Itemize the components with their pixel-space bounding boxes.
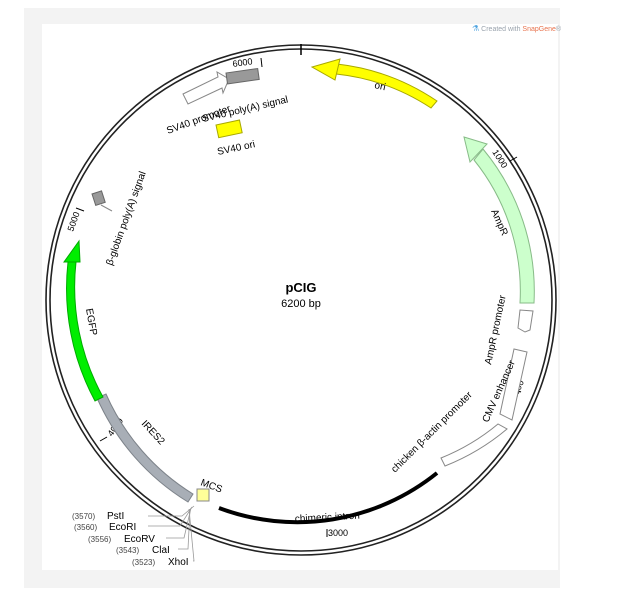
tick-6000-mark [260,57,263,68]
map-canvas [42,24,558,570]
tick-3000-label: 3000 [328,528,348,538]
site-xhoi-pos: (3523) [132,558,155,567]
site-clai-leader [178,508,191,550]
feature-cmv-enhancer[interactable] [499,348,528,421]
feature-sv40-polya[interactable] [225,67,260,85]
feature-sv40-promoter[interactable] [182,71,230,105]
feature-egfp-label: EGFP [83,308,99,337]
feature-ampr-promoter-label: AmpR promoter [483,294,509,366]
snapgene-credit: ⚗Created with SnapGene® [472,24,561,33]
site-psti-enzyme[interactable]: PstI [107,511,124,522]
feature-ires2[interactable] [96,393,194,503]
feature-beta-globin-polya[interactable] [91,190,106,207]
feature-ampr[interactable] [473,148,535,304]
tick-5000-label: 5000 [65,210,81,232]
feature-ori-label: ori [373,80,386,93]
feature-ampr-promoter[interactable] [517,309,534,333]
plasmid-name: pCIG [285,280,316,295]
credit-suffix: ® [555,26,562,33]
site-ecorv-enzyme[interactable]: EcoRV [124,534,155,545]
feature-chimeric-intron[interactable] [218,471,439,525]
tick-1000-mark [509,156,518,162]
snapgene-logo-icon: ⚗ [472,24,480,33]
feature-chicken-beta-actin-promoter-label: chicken β-actin promoter [389,389,475,475]
feature-ori-head[interactable] [310,58,341,81]
feature-chimeric-intron-label: chimeric intron [295,511,361,525]
tick-4000-mark [99,436,108,442]
plasmid-length: 6200 bp [281,298,321,310]
tick-5000-mark [75,207,85,212]
site-xhoi-enzyme[interactable]: XhoI [168,557,189,568]
site-clai-pos: (3543) [116,546,139,555]
feature-chicken-beta-actin-promoter[interactable] [440,423,508,467]
site-ecorv-pos: (3556) [88,535,111,544]
feature-beta-globin-polya-label: β-globin poly(A) signal [104,170,148,267]
feature-ori[interactable] [335,63,438,109]
site-ecori-leader [148,506,193,527]
site-xhoi-leader [188,508,195,562]
site-psti-pos: (3570) [72,512,95,521]
site-clai-enzyme[interactable]: ClaI [152,545,170,556]
tick-6000-label: 6000 [232,56,253,69]
credit-prefix: Created with [481,26,523,33]
feature-egfp[interactable] [66,261,104,402]
feature-sv40-ori-label: SV40 ori [216,139,256,158]
feature-mcs[interactable] [196,488,210,502]
feature-ires2-label: IRES2 [139,419,167,448]
feature-beta-globin-polya-leader [100,204,113,212]
credit-brand: SnapGene [522,26,556,33]
feature-ampr-head[interactable] [463,136,488,164]
site-ecori-enzyme[interactable]: EcoRI [109,522,136,533]
site-ecori-pos: (3560) [74,523,97,532]
site-ecorv-leader [166,507,192,539]
feature-sv40-ori[interactable] [215,119,243,139]
feature-egfp-head[interactable] [63,239,81,263]
